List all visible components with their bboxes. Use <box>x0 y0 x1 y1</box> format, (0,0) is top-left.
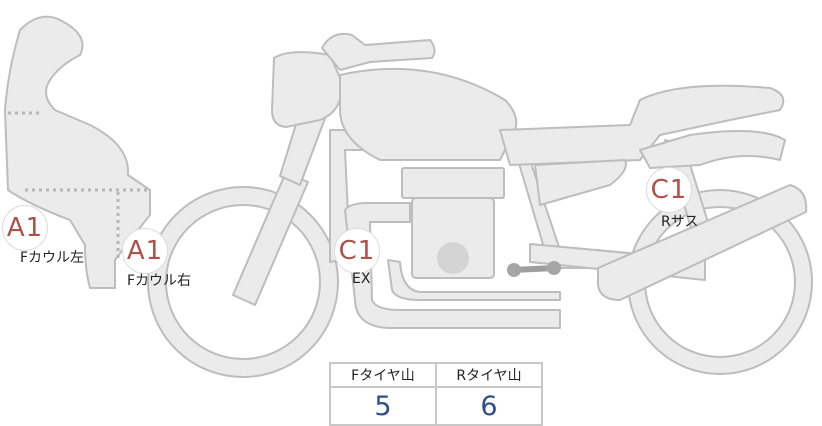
header-front-tire-tread: Fタイヤ山 <box>329 362 437 388</box>
table-header-row: Fタイヤ山 Rタイヤ山 <box>329 362 543 388</box>
handlebar <box>321 32 436 71</box>
label-f-cowl-right: Fカウル右 <box>127 273 192 289</box>
value-rear-tire-tread: 6 <box>435 386 543 426</box>
front-cowl <box>4 15 151 289</box>
header-rear-tire-tread: Rタイヤ山 <box>435 362 543 388</box>
label-exhaust: EX <box>352 271 371 287</box>
callout-code: A1 <box>126 236 164 266</box>
side-cover <box>534 159 627 206</box>
value-front-tire-tread: 5 <box>329 386 437 426</box>
footpeg-end-right <box>547 261 561 275</box>
callout-rear-suspension: C1 <box>646 167 692 213</box>
callout-exhaust: C1 <box>334 228 380 274</box>
fuel-tank <box>339 67 518 161</box>
callout-code: C1 <box>338 236 376 266</box>
engine-head <box>401 167 505 199</box>
exhaust-pipe-lower <box>387 259 561 301</box>
exhaust-pipe <box>344 202 561 329</box>
label-f-cowl-left: Fカウル左 <box>20 250 85 266</box>
seat <box>499 84 785 166</box>
tail-cowl <box>639 130 786 169</box>
engine-cover <box>437 242 469 274</box>
footpeg-end-left <box>507 263 521 277</box>
callout-code: C1 <box>650 175 688 205</box>
callout-f-cowl-right: A1 <box>122 228 168 274</box>
muffler <box>597 184 808 301</box>
label-rear-suspension: Rサス <box>661 214 699 230</box>
callout-code: A1 <box>6 213 44 243</box>
engine-body <box>411 197 495 279</box>
callout-f-cowl-left: A1 <box>2 205 48 251</box>
tire-tread-table: Fタイヤ山 Rタイヤ山 5 6 <box>329 362 543 426</box>
headlight <box>271 51 342 128</box>
table-value-row: 5 6 <box>329 386 543 426</box>
